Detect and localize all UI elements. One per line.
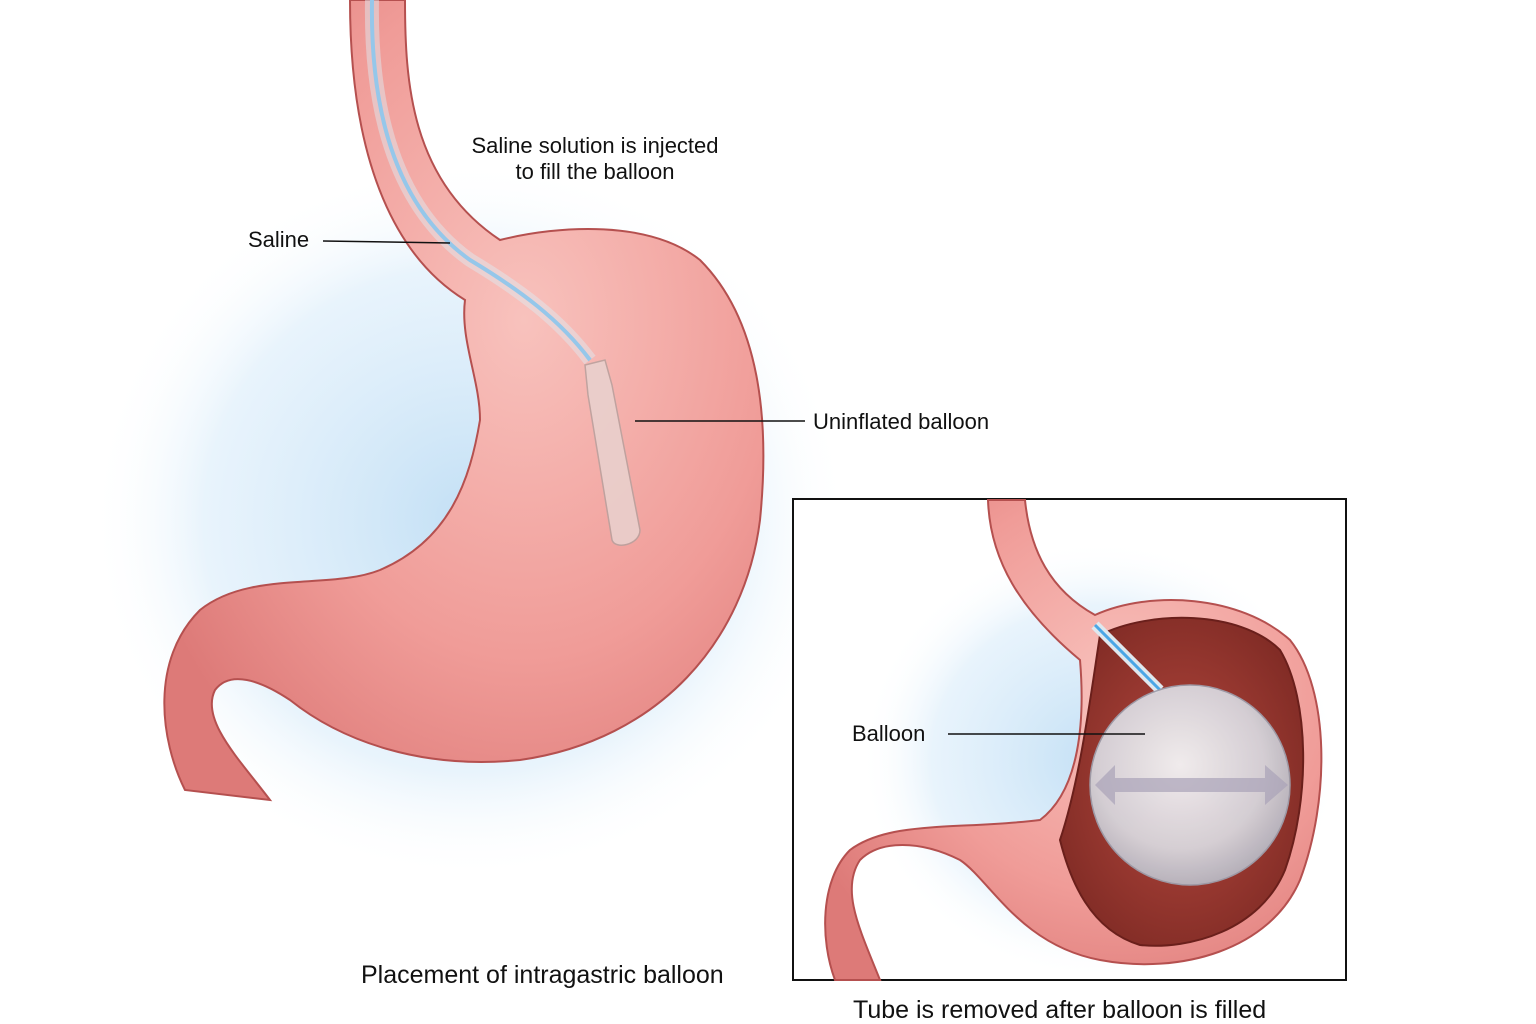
annotation-line-1: Saline solution is injected	[471, 133, 719, 158]
main-stomach	[163, 0, 765, 802]
balloon-label: Balloon	[852, 721, 926, 746]
saline-leader	[322, 240, 451, 244]
saline-label: Saline	[248, 227, 310, 252]
top-annotation: Saline solution is injected to fill the …	[440, 133, 750, 185]
inset-caption: Tube is removed after balloon is filled	[853, 996, 1267, 1024]
annotation-line-2: to fill the balloon	[515, 159, 675, 184]
uninflated-balloon-label: Uninflated balloon	[813, 409, 990, 434]
main-caption: Placement of intragastric balloon	[361, 961, 724, 989]
catheter	[364, 0, 596, 365]
expansion-arrow-icon	[1095, 765, 1288, 805]
inset-stomach	[824, 499, 1323, 981]
uninflated-balloon	[584, 359, 641, 546]
